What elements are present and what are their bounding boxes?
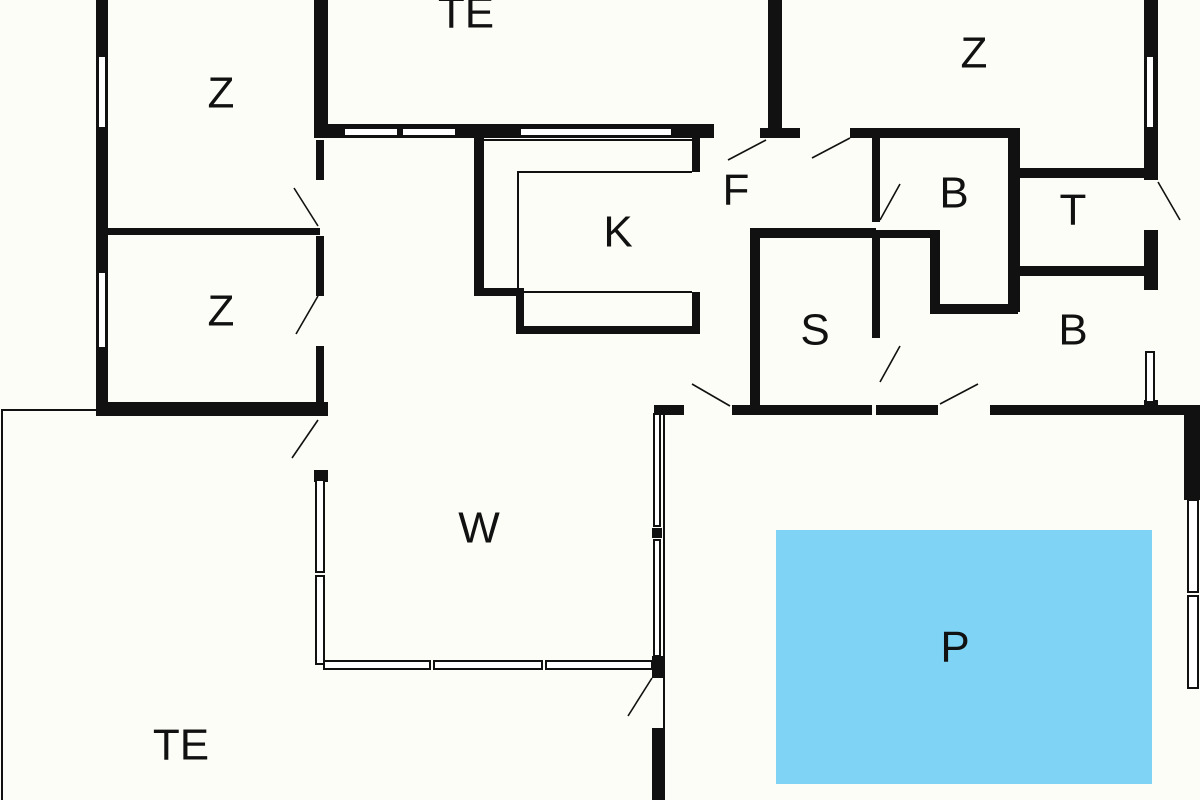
room-label-bathroom-top: B [939,169,968,218]
room-label-living-room: W [458,504,500,553]
room-label-kitchen: K [603,208,632,257]
room-label-hall: F [723,166,750,215]
doors [291,137,1181,717]
room-label-toilet: T [1060,186,1087,235]
room-label-sauna: S [800,306,829,355]
room-labels: TE Z Z Z F K B T B S W TE P [153,0,1088,770]
fixtures [1,139,692,800]
room-label-bathroom-right: B [1058,306,1087,355]
room-label-terrace-bottom: TE [153,721,209,770]
swimming-pool [776,530,1152,784]
room-label-bedroom-top-left: Z [208,69,235,118]
windows [97,55,1199,689]
room-label-terrace-top: TE [438,0,494,38]
room-label-bedroom-left: Z [208,287,235,336]
room-label-bedroom-top-right: Z [961,29,988,78]
room-label-pool: P [940,623,969,672]
